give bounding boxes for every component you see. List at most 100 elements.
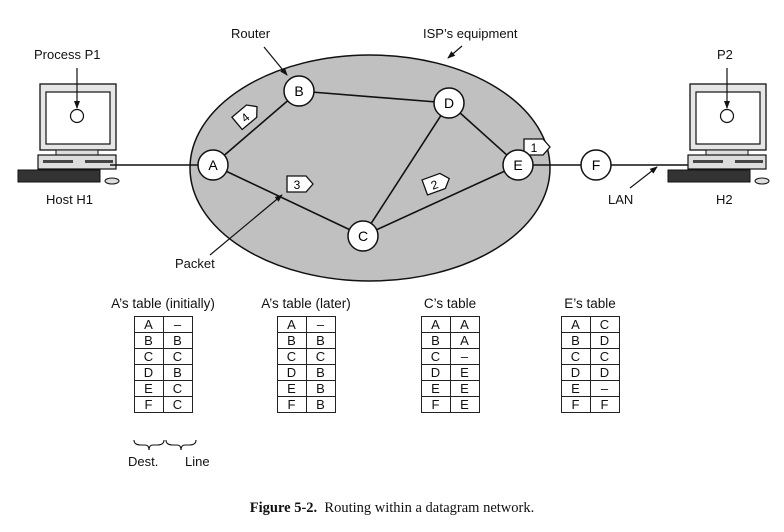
dest-cell: E	[560, 380, 591, 397]
line-cell: C	[305, 348, 336, 365]
dest-cell: B	[560, 332, 591, 349]
dest-cell: A	[276, 316, 307, 333]
node-circle	[283, 75, 315, 107]
node-label: D	[444, 95, 454, 111]
line-cell: E	[449, 364, 480, 381]
node-label: F	[592, 157, 601, 173]
line-cell: B	[305, 364, 336, 381]
router-node-d: D	[433, 87, 465, 119]
dest-cell: A	[420, 316, 451, 333]
link-a-b	[212, 90, 300, 166]
packet-label: Packet	[175, 256, 215, 271]
packet-2: 2	[421, 172, 451, 196]
table-title: E’s table	[564, 296, 616, 311]
line-cell: B	[305, 396, 336, 413]
node-label: E	[513, 157, 522, 173]
packet-3: 3	[286, 175, 314, 193]
process-p1-circle	[69, 108, 85, 124]
table-title: A’s table (later)	[261, 296, 351, 311]
dest-cell: D	[133, 364, 164, 381]
line-cell: E	[449, 380, 480, 397]
packet-number: 2	[429, 177, 440, 193]
packet-4: 4	[230, 104, 258, 131]
line-column-label: Line	[185, 454, 210, 469]
line-cell: –	[589, 380, 620, 397]
dest-cell: E	[420, 380, 451, 397]
line-cell: –	[449, 348, 480, 365]
dest-cell: B	[133, 332, 164, 349]
node-label: B	[294, 83, 303, 99]
dest-cell: C	[133, 348, 164, 365]
node-circle	[433, 87, 465, 119]
packet-shape	[286, 175, 314, 193]
router-node-b: B	[283, 75, 315, 107]
dest-cell: C	[420, 348, 451, 365]
table-row: E–	[560, 380, 620, 397]
link-c-d	[362, 102, 450, 237]
packet-arrow	[209, 194, 283, 256]
line-cell: C	[589, 348, 620, 365]
router-node-f: F	[580, 149, 612, 181]
dest-cell: F	[276, 396, 307, 413]
dest-cell: D	[276, 364, 307, 381]
line-cell: D	[589, 332, 620, 349]
table-row: C–	[420, 348, 480, 365]
process-p1-label: Process P1	[34, 47, 101, 62]
lan-arrow	[629, 166, 658, 189]
caption-text: Routing within a datagram network.	[324, 500, 535, 516]
dest-column-label: Dest.	[128, 454, 159, 469]
dest-cell: D	[420, 364, 451, 381]
line-cell: A	[449, 316, 480, 333]
packet-number: 1	[531, 141, 538, 155]
node-circle	[502, 149, 534, 181]
dest-cell: B	[276, 332, 307, 349]
router-node-c: C	[347, 220, 379, 252]
dest-cell: D	[560, 364, 591, 381]
isp-equipment-label: ISP’s equipment	[423, 26, 518, 41]
line-cell: B	[162, 332, 193, 349]
isp-arrow	[447, 45, 463, 59]
p2-label: P2	[717, 47, 733, 62]
dest-cell: F	[133, 396, 164, 413]
line-cell: A	[449, 332, 480, 349]
link-b-d	[298, 90, 450, 104]
dest-cell: C	[560, 348, 591, 365]
link-a-c	[212, 164, 364, 237]
dest-cell: E	[133, 380, 164, 397]
line-cell: B	[305, 332, 336, 349]
host-h1-computer-icon	[17, 83, 120, 185]
caption-label: Figure 5-2.	[249, 500, 318, 516]
host-h2-computer-icon	[667, 83, 770, 185]
dest-cell: F	[420, 396, 451, 413]
process-p2-circle	[719, 108, 735, 124]
line-cell: B	[162, 364, 193, 381]
router-node-a: A	[197, 149, 229, 181]
line-cell: F	[589, 396, 620, 413]
table-row: A–	[133, 316, 193, 333]
node-label: C	[358, 228, 368, 244]
h2-label: H2	[716, 192, 733, 207]
packet-number: 3	[294, 178, 301, 192]
router-arrow	[263, 46, 288, 76]
dest-cell: E	[276, 380, 307, 397]
line-cell: D	[589, 364, 620, 381]
column-braces	[133, 439, 197, 451]
